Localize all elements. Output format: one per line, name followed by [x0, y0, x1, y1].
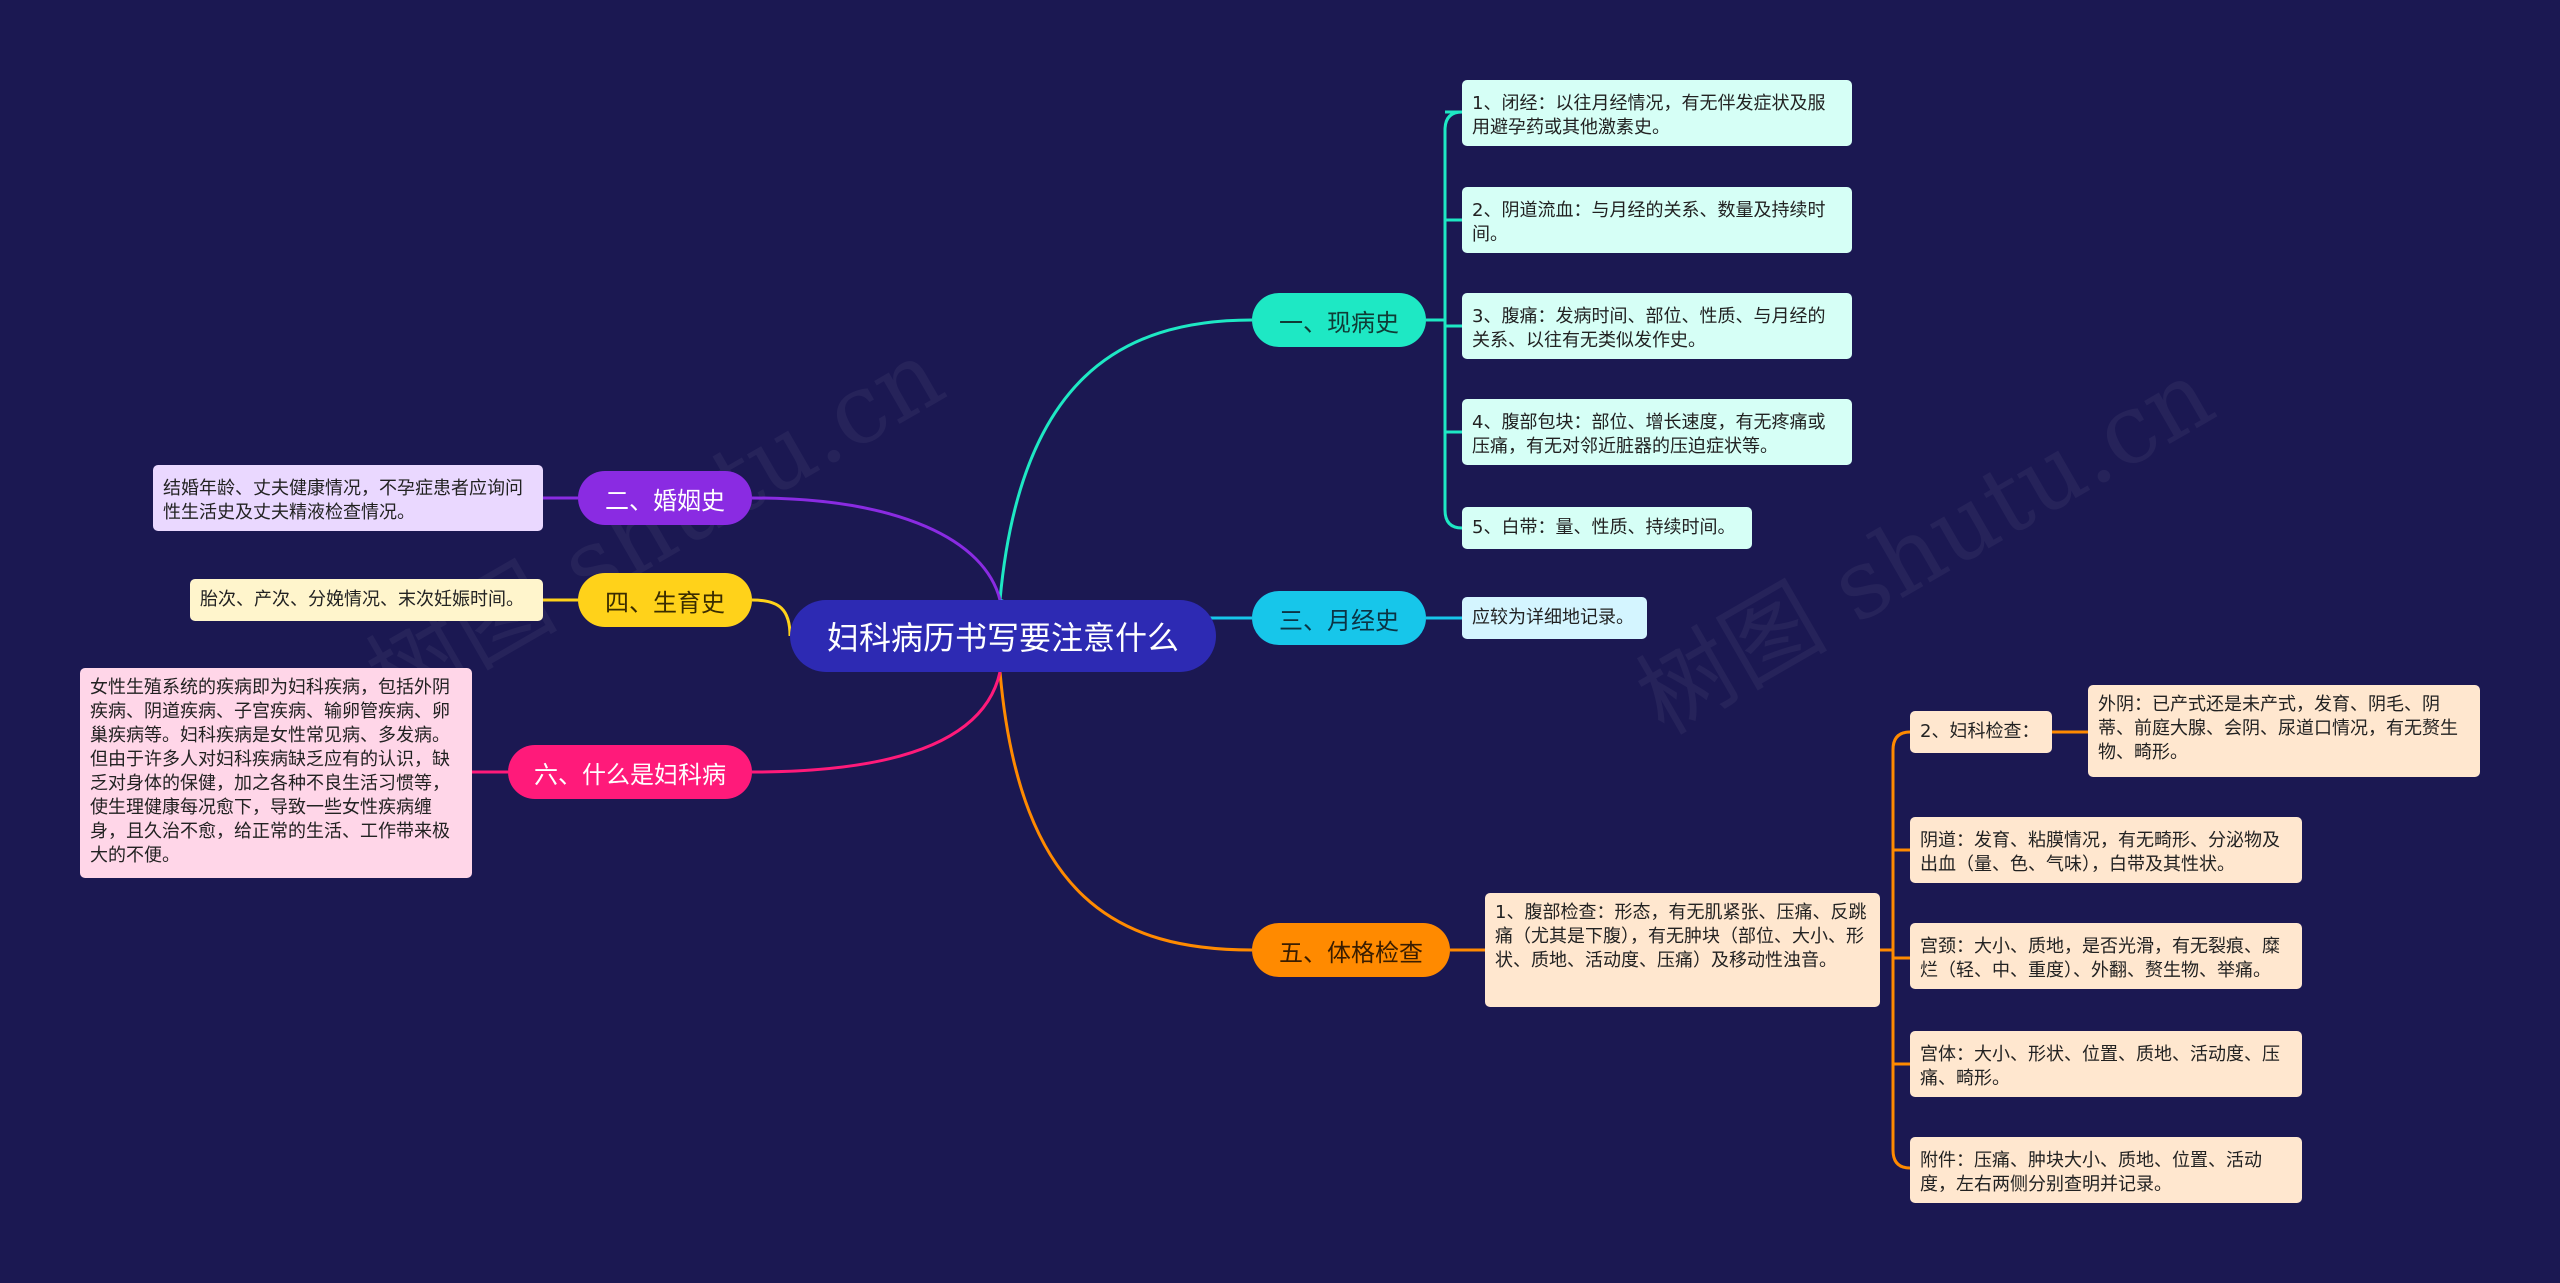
- leaf-abdominal-mass[interactable]: 4、腹部包块：部位、增长速度，有无疼痛或压痛，有无对邻近脏器的压迫症状等。: [1462, 399, 1852, 465]
- branch-menstrual-history[interactable]: 三、月经史: [1252, 591, 1426, 645]
- leaf-amenorrhea[interactable]: 1、闭经：以往月经情况，有无伴发症状及服用避孕药或其他激素史。: [1462, 80, 1852, 146]
- link-root-b6: [751, 671, 1002, 774]
- root-topic[interactable]: 妇科病历书写要注意什么: [790, 600, 1216, 672]
- link-root-b4: [751, 598, 792, 637]
- leaf-menstrual-detail[interactable]: 应较为详细地记录。: [1462, 597, 1647, 639]
- leaf-gyn-disease-description[interactable]: 女性生殖系统的疾病即为妇科疾病，包括外阴疾病、阴道疾病、子宫疾病、输卵管疾病、卵…: [80, 668, 472, 878]
- branch-marriage-history[interactable]: 二、婚姻史: [578, 471, 752, 525]
- leaf-abdominal-exam[interactable]: 1、腹部检查：形态，有无肌紧张、压痛、反跳痛（尤其是下腹），有无肿块（部位、大小…: [1485, 893, 1880, 1007]
- branch-what-is-gyn-disease[interactable]: 六、什么是妇科病: [508, 745, 752, 799]
- leaf-gyn-exam[interactable]: 2、妇科检查：: [1910, 711, 2052, 753]
- leaf-uterus[interactable]: 宫体：大小、形状、位置、质地、活动度、压痛、畸形。: [1910, 1031, 2302, 1097]
- branch-reproductive-history[interactable]: 四、生育史: [578, 573, 752, 627]
- leaf-vagina[interactable]: 阴道：发育、粘膜情况，有无畸形、分泌物及出血（量、色、气味），白带及其性状。: [1910, 817, 2302, 883]
- branch-physical-exam[interactable]: 五、体格检查: [1252, 923, 1450, 977]
- leaf-cervix[interactable]: 宫颈：大小、质地，是否光滑，有无裂痕、糜烂（轻、中、重度）、外翻、赘生物、举痛。: [1910, 923, 2302, 989]
- leaf-vaginal-bleeding[interactable]: 2、阴道流血：与月经的关系、数量及持续时间。: [1462, 187, 1852, 253]
- leaf-vulva[interactable]: 外阴：已产式还是未产式，发育、阴毛、阴蒂、前庭大腺、会阴、尿道口情况，有无赘生物…: [2088, 685, 2480, 777]
- leaf-abdominal-pain[interactable]: 3、腹痛：发病时间、部位、性质、与月经的关系、以往有无类似发作史。: [1462, 293, 1852, 359]
- leaf-marriage-detail[interactable]: 结婚年龄、丈夫健康情况，不孕症患者应询问性生活史及丈夫精液检查情况。: [153, 465, 543, 531]
- branch-current-illness[interactable]: 一、现病史: [1252, 293, 1426, 347]
- link-b1-bracket: [1426, 110, 1463, 530]
- leaf-reproductive-detail[interactable]: 胎次、产次、分娩情况、末次妊娠时间。: [190, 579, 543, 621]
- link-root-b1: [998, 318, 1253, 601]
- leaf-adnexa[interactable]: 附件：压痛、肿块大小、质地、位置、活动度，左右两侧分别查明并记录。: [1910, 1137, 2302, 1203]
- link-root-b5: [998, 671, 1253, 952]
- leaf-leukorrhea[interactable]: 5、白带：量、性质、持续时间。: [1462, 507, 1752, 549]
- link-root-b2: [751, 496, 1002, 601]
- link-b5-bracket: [1880, 730, 1911, 1170]
